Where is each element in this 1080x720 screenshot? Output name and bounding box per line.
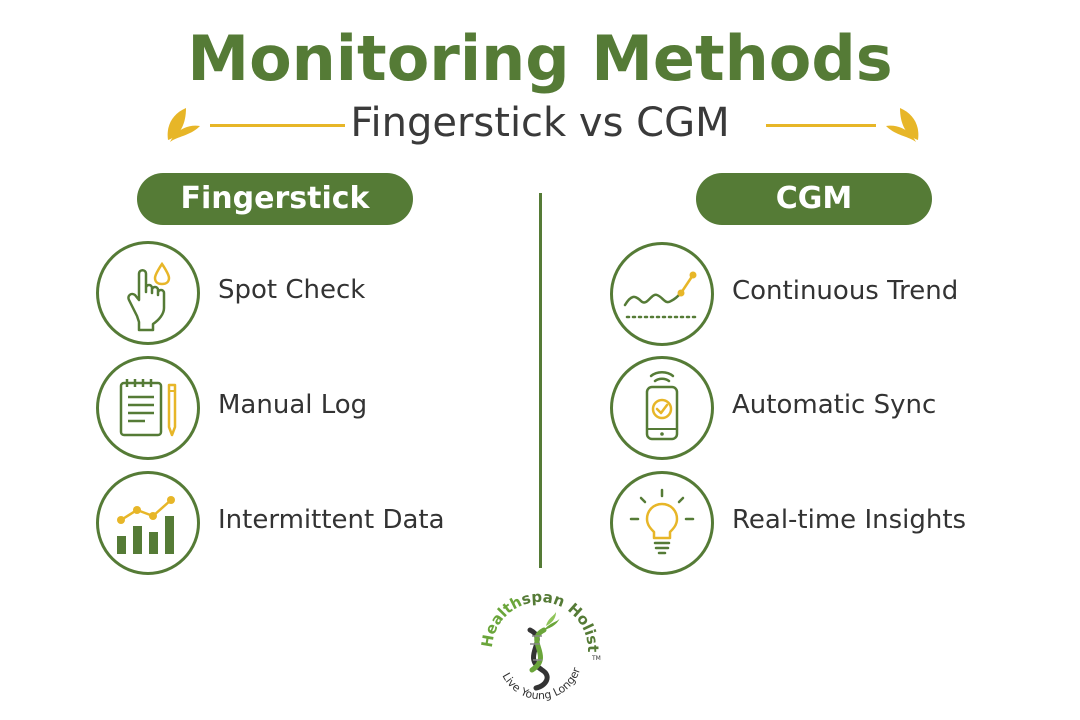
- icon-circle: [610, 356, 714, 460]
- icon-circle: [610, 471, 714, 575]
- subtitle-row: Fingerstick vs CGM: [0, 96, 1080, 156]
- fingerstick-heading: Fingerstick: [137, 173, 413, 225]
- item-label: Spot Check: [218, 275, 366, 305]
- trend-line-icon: [623, 271, 701, 319]
- leaf-icon: [886, 108, 919, 142]
- page-subtitle: Fingerstick vs CGM: [350, 100, 730, 146]
- decorative-rule: [766, 124, 876, 127]
- icon-circle: [96, 241, 200, 345]
- logo-trademark: TM: [591, 655, 601, 662]
- item-label: Intermittent Data: [218, 505, 445, 535]
- cgm-heading: CGM: [696, 173, 932, 225]
- page-title: Monitoring Methods: [187, 22, 893, 95]
- decorative-rule: [210, 124, 345, 127]
- icon-circle: [96, 356, 200, 460]
- notepad-pencil-icon: [119, 379, 177, 437]
- brand-logo: Healthspan Holistic TM Live Young Longer: [470, 578, 602, 702]
- leaf-icon: [544, 618, 560, 630]
- item-label: Automatic Sync: [732, 390, 937, 420]
- lightbulb-icon: [629, 488, 695, 555]
- icon-circle: [610, 242, 714, 346]
- item-label: Manual Log: [218, 390, 368, 420]
- leaf-icon: [167, 108, 200, 142]
- finger-drop-icon: [127, 261, 171, 332]
- phone-sync-icon: [645, 371, 679, 441]
- column-divider: [539, 193, 542, 568]
- item-label: Continuous Trend: [732, 276, 959, 306]
- bar-chart-trend-icon: [117, 496, 175, 554]
- item-label: Real-time Insights: [732, 505, 967, 535]
- icon-circle: [96, 471, 200, 575]
